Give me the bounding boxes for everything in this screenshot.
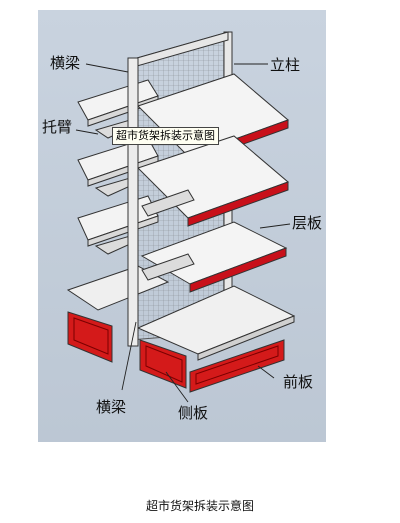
- bracket-right-1: [141, 189, 195, 217]
- label-crossbeam-bottom: 横梁: [96, 398, 127, 416]
- label-upright: 立柱: [270, 56, 301, 74]
- label-bracket: 托臂: [42, 118, 73, 136]
- side-panel-left-inner: [73, 317, 109, 355]
- bracket-right-2: [141, 253, 195, 281]
- label-shelf: 层板: [292, 214, 323, 232]
- side-panel-left: [67, 311, 113, 363]
- label-crossbeam-top: 横梁: [50, 54, 81, 72]
- left-base-shelf: [66, 265, 170, 311]
- label-side-panel: 侧板: [178, 404, 209, 422]
- leader-lines: [75, 63, 291, 403]
- upright-front: [127, 57, 139, 347]
- side-panel-right: [139, 339, 187, 389]
- base-shelf-edge: [197, 315, 295, 361]
- label-front-panel: 前板: [283, 373, 314, 391]
- side-panel-right-inner: [145, 345, 183, 383]
- front-panel: [189, 339, 285, 393]
- front-panel-inner: [195, 345, 279, 385]
- figure-caption: 超市货架拆装示意图: [145, 499, 254, 513]
- title-tooltip: 超市货架拆装示意图: [112, 127, 219, 146]
